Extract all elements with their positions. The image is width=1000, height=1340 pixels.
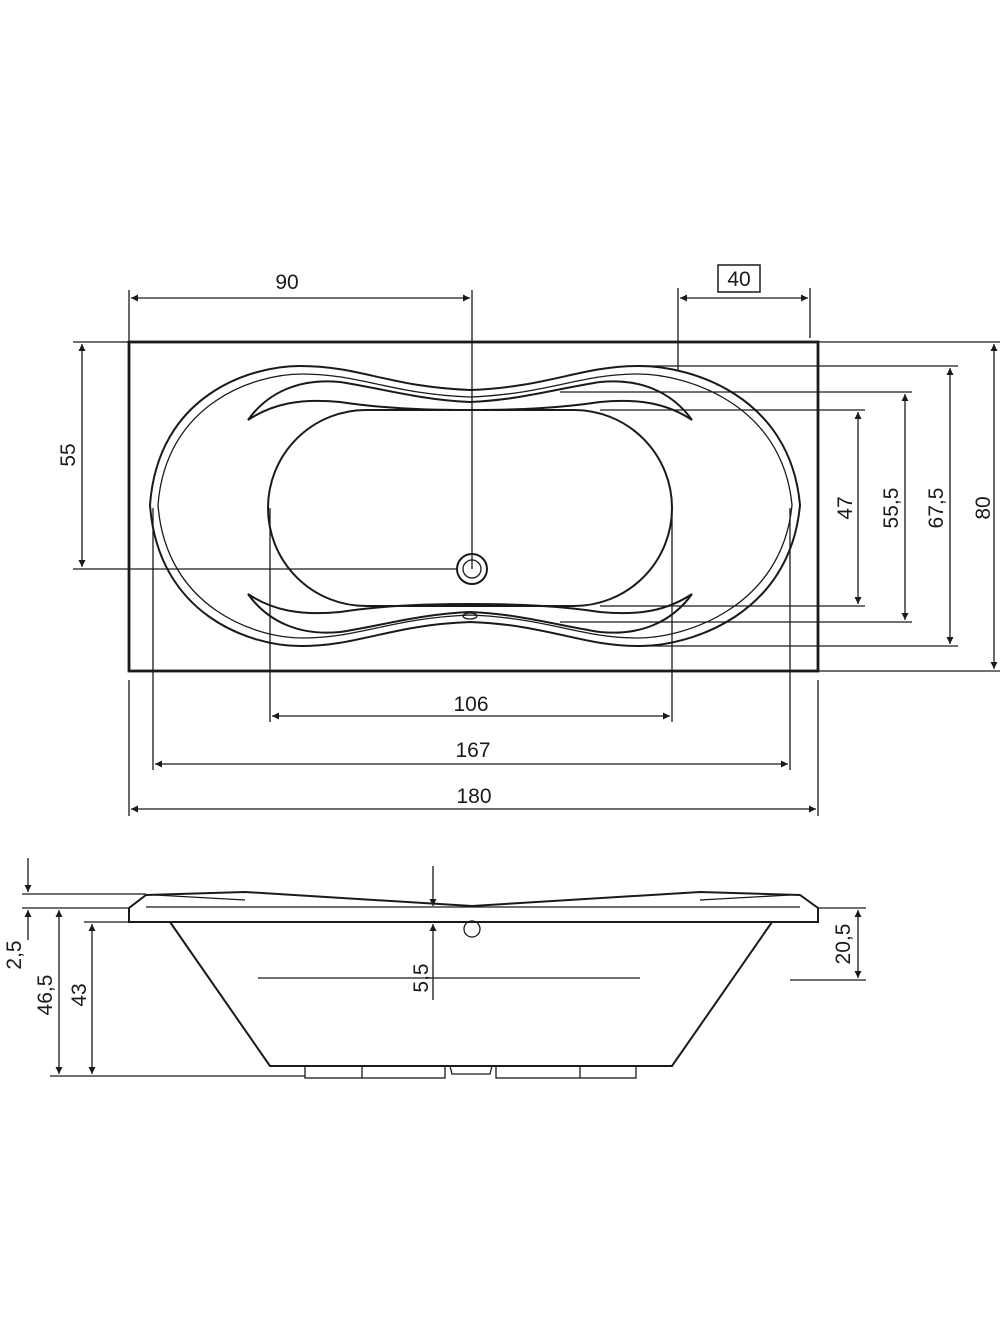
dim-label-46-5: 46,5	[34, 975, 57, 1016]
dim-label-55: 55	[57, 443, 80, 466]
dim-label-90: 90	[275, 271, 298, 294]
dim-label-55-5: 55,5	[880, 488, 903, 529]
dim-box-40	[717, 264, 761, 293]
dim-label-47: 47	[834, 496, 857, 519]
overflow-mark	[462, 612, 478, 620]
tub-inner-basin	[267, 409, 673, 607]
tub-foot-right	[495, 1065, 637, 1079]
tub-outer-contour-inner	[157, 373, 793, 639]
dim-label-40: 40	[727, 268, 750, 291]
tub-upper-wing	[247, 380, 693, 421]
dim-label-106: 106	[453, 693, 488, 716]
side-view: 2,5 46,5 43 5,5 20,5	[3, 858, 866, 1079]
dim-label-180: 180	[456, 785, 491, 808]
dim-label-67-5: 67,5	[925, 488, 948, 529]
top-view: 90 40 55 47 55,5 67,5 80	[57, 264, 1000, 816]
dim-label-80: 80	[972, 496, 995, 519]
dim-label-2-5: 2,5	[3, 940, 26, 969]
dim-label-43: 43	[68, 983, 91, 1006]
overflow-side	[463, 920, 481, 938]
dim-label-5-5: 5,5	[410, 963, 433, 992]
tub-outer-rim	[127, 340, 820, 673]
dim-label-167: 167	[455, 739, 490, 762]
tub-body-profile	[169, 921, 773, 1067]
dim-label-20-5: 20,5	[832, 924, 855, 965]
tub-foot-left	[304, 1065, 446, 1079]
